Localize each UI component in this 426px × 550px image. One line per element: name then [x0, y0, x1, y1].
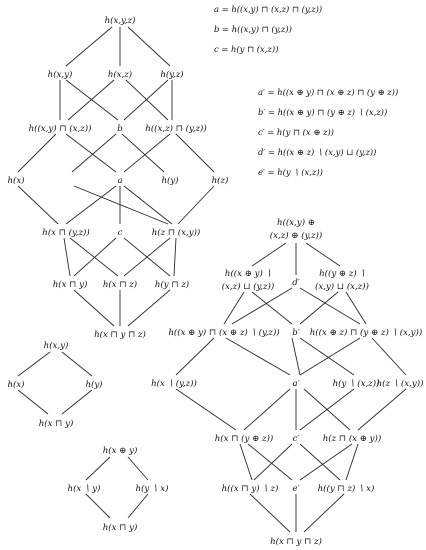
- lattice3-right: h(y ∖ x): [136, 483, 169, 494]
- lattice2-top: h(x,y): [44, 340, 69, 351]
- lattice4-l3-mid: h(y ∖ (x,z)): [333, 378, 380, 389]
- definition-c: c = h(y ⊓ (x,z)): [214, 44, 278, 54]
- lattice1-hyz: h(y,z): [160, 69, 183, 80]
- lattice4-l5-left: h((x ⊓ y) ∖ z): [222, 483, 279, 494]
- lattice4-l2-left: h((x ⊕ y) ⊓ (x ⊕ z) ∖ (y,z)): [168, 327, 279, 338]
- lattice1-hx-z: h(x ⊓ z): [103, 279, 137, 290]
- lattice1-hz: h(z): [212, 175, 229, 186]
- lattice1-hx-y: h(x ⊓ y): [53, 279, 88, 290]
- lattice3-edges: [85, 456, 149, 519]
- lattice1-b: b: [117, 124, 123, 134]
- lattice2-left: h(x): [7, 379, 24, 390]
- lattice2-right: h(y): [85, 379, 102, 390]
- lattice2-nodes: h(x,y) h(x) h(y) h(x ⊓ y): [7, 340, 102, 429]
- lattice4-top-line1: h((x,y) ⊕: [277, 217, 315, 228]
- lattice3-left: h(x ∖ y): [68, 483, 101, 494]
- lattice1-a: a: [117, 176, 122, 186]
- lattice4-eprime: e′: [292, 484, 299, 494]
- lattice1-c: c: [118, 228, 123, 238]
- lattice2-edges: [17, 351, 93, 415]
- lattice1-edges: [17, 26, 215, 327]
- lattice1-hxz-yz: h((x,z) ⊓ (y,z)): [145, 123, 206, 134]
- definition-b: b = h((x,y) ⊓ (y,z)): [214, 24, 292, 34]
- lattice4-top-line2: (x,z) ⊕ (y,z)): [270, 230, 323, 241]
- definition-b-prime: b′ = h((x ⊕ y) ⊓ (y ⊕ z) ∖ (x,z)): [258, 107, 387, 117]
- lattice4-l3-left: h(x ∖ (y,z)): [151, 378, 197, 389]
- lattice1-hz-xy: h(z ⊓ (x,y)): [152, 227, 201, 238]
- lattice4-l1-left-line1: h((x ⊕ y) ∖: [225, 268, 271, 279]
- lattice4-cprime: c′: [293, 434, 300, 444]
- lattice4-nodes: h((x,y) ⊕ (x,z) ⊕ (y,z)) h((x ⊕ y) ∖ (x,…: [151, 217, 423, 547]
- lattice1-bottom: h(x ⊓ y ⊓ z): [94, 329, 146, 340]
- lattice1-hxy: h(x,y): [48, 69, 73, 80]
- lattice1-hx-yz: h(x ⊓ (y,z)): [42, 227, 89, 238]
- lattice1-hx: h(x): [7, 175, 24, 186]
- lattice4-dprime: d′: [292, 278, 300, 288]
- lattice2-bottom: h(x ⊓ y): [39, 418, 74, 429]
- definitions-top: a = h((x,y) ⊓ (x,z) ⊓ (y,z)) b = h((x,y)…: [214, 4, 322, 54]
- lattice1-hy-z: h(y ⊓ z): [155, 279, 189, 290]
- lattice4-edges: [175, 242, 407, 533]
- lattice3-nodes: h(x ⊕ y) h(x ∖ y) h(y ∖ x) h(x ⊓ y): [68, 445, 169, 533]
- lattice3-bottom: h(x ⊓ y): [103, 522, 138, 533]
- lattice3-top: h(x ⊕ y): [103, 445, 138, 456]
- definition-a-prime: a′ = h((x ⊕ y) ⊓ (x ⊕ z) ⊓ (y ⊕ z)): [258, 87, 398, 97]
- lattice4-l1-right-line2: (x,y) ⊔ (x,z)): [315, 281, 369, 292]
- lattice1-hxy-xz: h((x,y) ⊓ (x,z)): [29, 123, 92, 134]
- lattice4-aprime: a′: [292, 379, 299, 389]
- lattice4-l3-right: h(z ∖ (x,y)): [377, 378, 424, 389]
- definition-d-prime: d′ = h((x ⊕ z) ∖ (x,y) ⊔ (y,z)): [258, 147, 376, 157]
- lattice4-bprime: b′: [292, 328, 300, 338]
- lattice4-l4-right: h(z ⊓ (x ⊕ y)): [323, 433, 382, 444]
- lattice1-top: h(x,y,z): [105, 15, 136, 26]
- lattice1-nodes: h(x,y,z) h(x,y) h(x,z) h(y,z) h((x,y) ⊓ …: [7, 15, 228, 340]
- definitions-right: a′ = h((x ⊕ y) ⊓ (x ⊕ z) ⊓ (y ⊕ z)) b′ =…: [258, 87, 398, 177]
- lattice4-l5-right: h((y ⊓ z) ∖ x): [318, 483, 375, 494]
- definition-e-prime: e′ = h(y ∖ (x,z)): [258, 167, 323, 177]
- lattice4-l2-right: h((x ⊕ z) ⊓ (y ⊕ z) ∖ (x,y)): [310, 327, 422, 338]
- definition-a: a = h((x,y) ⊓ (x,z) ⊓ (y,z)): [214, 4, 322, 14]
- lattice1-hy: h(y): [161, 175, 178, 186]
- lattice4-l1-left-line2: (x,z) ⊔ (y,z)): [222, 281, 275, 292]
- lattice4-bottom: h(x ⊓ y ⊓ z): [270, 536, 322, 547]
- lattice1-hxz: h(x,z): [108, 69, 132, 80]
- lattice4-l4-left: h(x ⊓ (y ⊕ z)): [215, 433, 274, 444]
- lattice4-l1-right-line1: h((y ⊕ z) ∖: [319, 268, 365, 279]
- definition-c-prime: c′ = h(y ⊓ (x ⊕ z)): [258, 127, 334, 137]
